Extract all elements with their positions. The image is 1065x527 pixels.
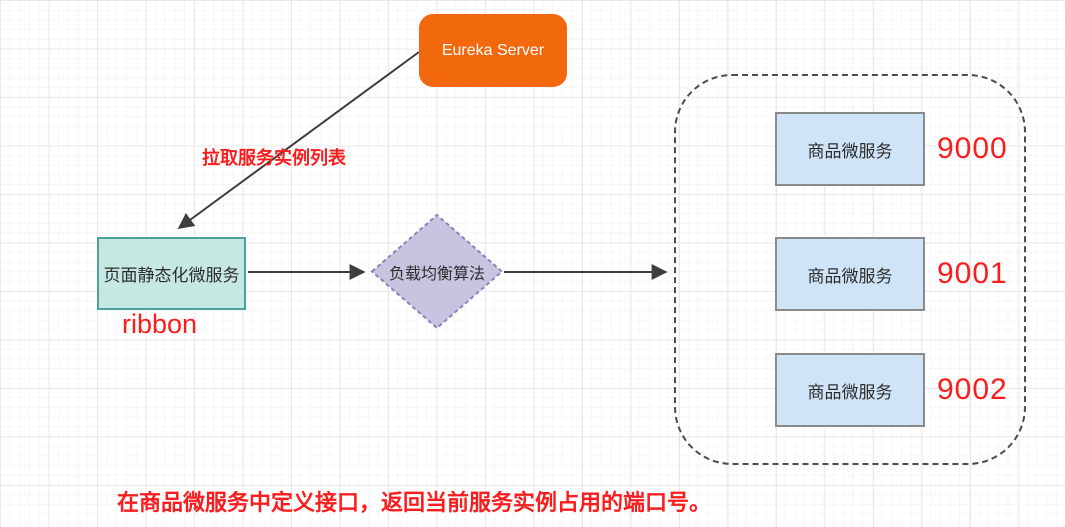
service-port-label: 9001: [937, 257, 1008, 290]
service-port-label: 9002: [937, 373, 1008, 406]
arrow-eureka-to-page-service: [177, 51, 420, 229]
caption-text: 在商品微服务中定义接口，返回当前服务实例占用的端口号。: [117, 490, 712, 515]
eureka-server-node: Eureka Server: [419, 14, 567, 87]
page-static-service-label: 页面静态化微服务: [103, 266, 240, 285]
pull-instance-list-label: 拉取服务实例列表: [202, 148, 346, 168]
service-row-9000: 商品微服务 9000: [775, 112, 1008, 186]
product-service-node: 商品微服务: [775, 353, 925, 427]
service-cluster-container: [674, 74, 1026, 465]
load-balancer-label: 负载均衡算法: [388, 265, 485, 283]
service-port-label: 9000: [937, 132, 1008, 165]
product-service-node: 商品微服务: [775, 112, 925, 186]
eureka-server-label: Eureka Server: [441, 41, 545, 59]
service-row-9002: 商品微服务 9002: [775, 353, 1008, 427]
product-service-node: 商品微服务: [775, 237, 925, 311]
service-row-9001: 商品微服务 9001: [775, 237, 1008, 311]
product-service-label: 商品微服务: [807, 382, 893, 402]
ribbon-label: ribbon: [122, 309, 198, 339]
page-static-service-node: 页面静态化微服务: [97, 237, 246, 310]
product-service-label: 商品微服务: [807, 266, 893, 286]
product-service-label: 商品微服务: [807, 141, 893, 161]
